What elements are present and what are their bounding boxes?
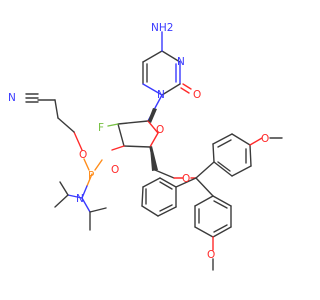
atom-label-o-methoxy-bottom: O [207,249,215,261]
atom-label-p: P [88,170,94,182]
atom-label-o-phosphite-3prime: O [111,164,119,176]
atom-label-n-ring-top: N [177,56,185,68]
bond-lines [25,31,283,271]
atom-label-o-trityl-ether: O [182,173,190,185]
atom-label-f: F [98,122,104,134]
atom-label-o-phosphite-upper: O [79,149,87,161]
chemical-structure: NH2 N N O N F O O O P N O O O [8,22,283,271]
atom-label-o-methoxy-top: O [261,133,269,145]
atom-label-n-ring-bottom: N [157,89,165,101]
wedge-bond [150,146,158,171]
atom-label-nh2: NH2 [151,22,173,34]
atom-label-n-nitrile: N [8,92,16,104]
wedge-bond [148,108,157,123]
atom-labels: NH2 N N O N F O O O P N O O O [8,22,269,261]
atom-label-o-carbonyl: O [193,89,201,101]
atom-label-o-furanose: O [156,124,164,136]
atom-label-n-amine: N [76,193,84,205]
